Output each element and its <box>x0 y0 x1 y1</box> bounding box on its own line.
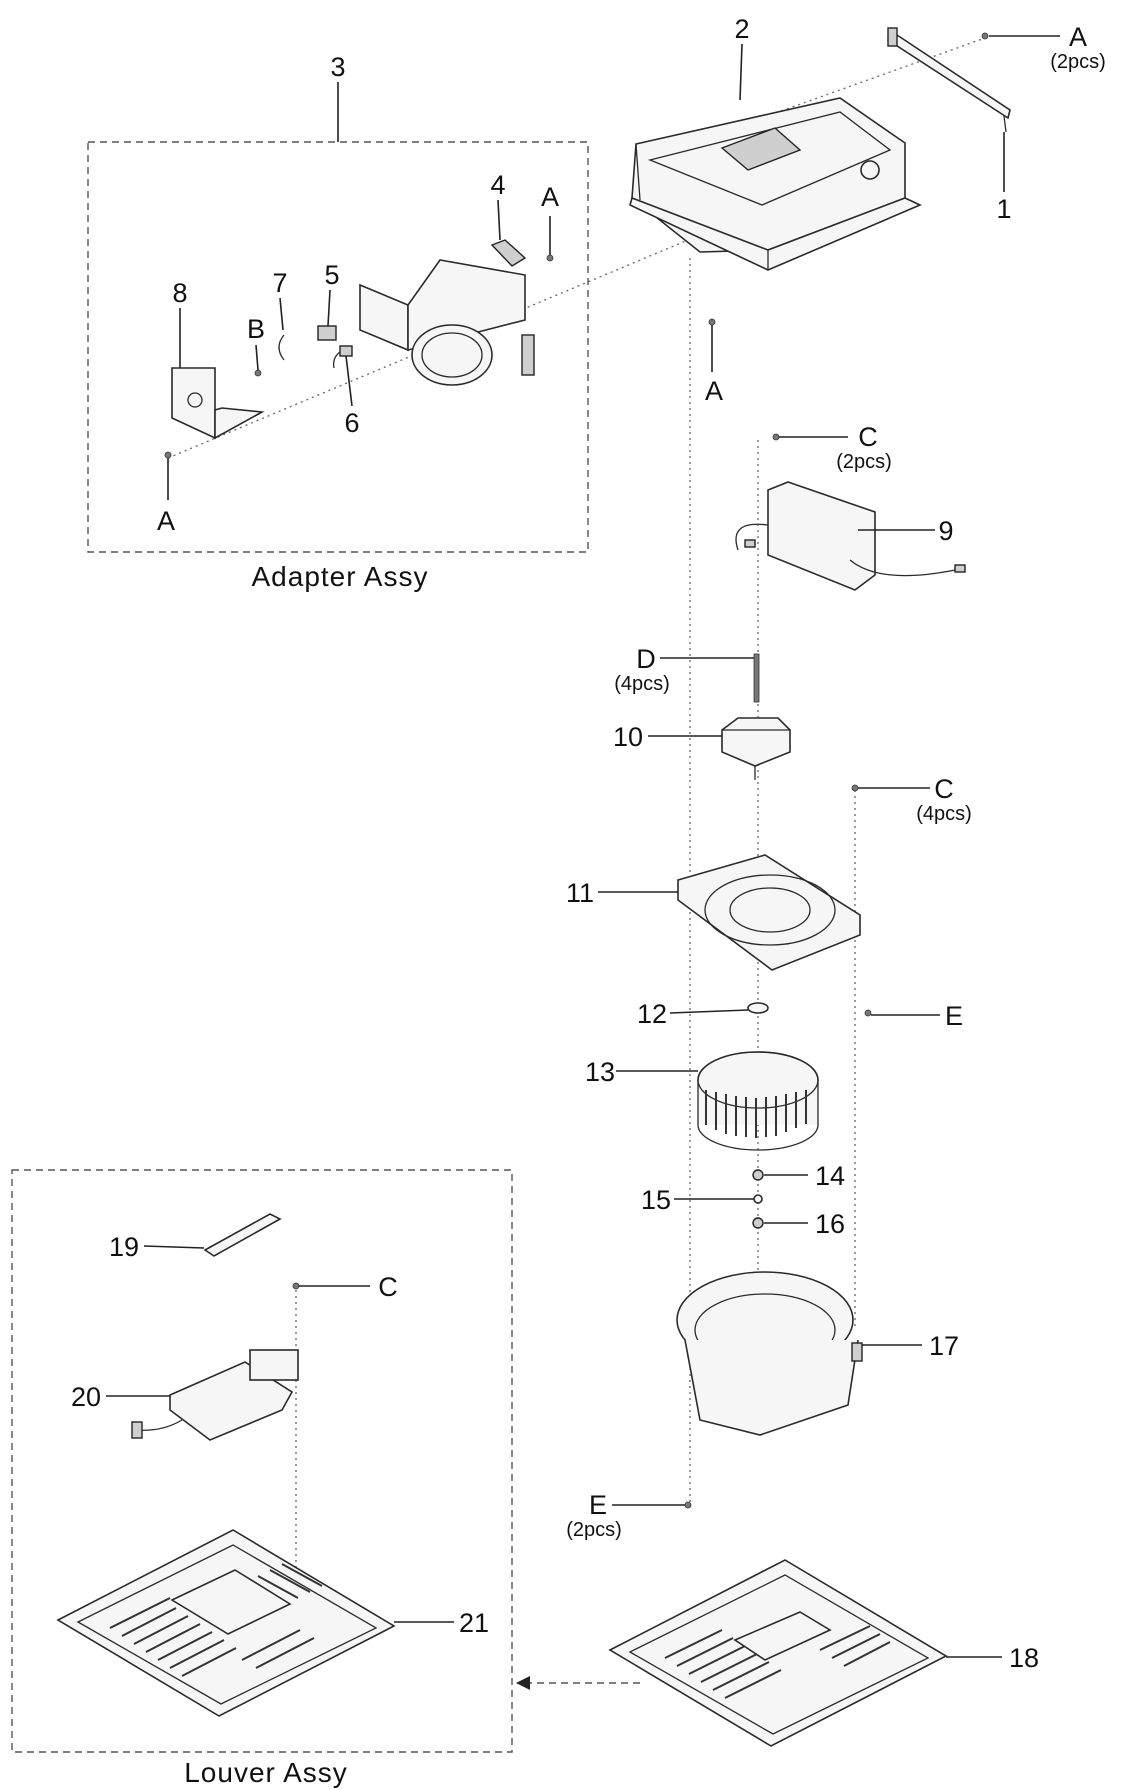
callout-13: 13 <box>585 1057 615 1087</box>
callout-8: 8 <box>172 278 187 308</box>
end-plate-part-8 <box>171 367 265 440</box>
fastener-c-mid-qty: (4pcs) <box>916 803 972 825</box>
screw-a-adapter-right <box>546 254 554 262</box>
fastener-a-adapter-bottom: A <box>157 506 175 536</box>
motor-plate-part <box>677 854 861 971</box>
leader-6 <box>345 355 353 407</box>
nut-part-14 <box>752 1169 764 1181</box>
control-box-part <box>735 481 966 591</box>
fastener-b-adapter: B <box>247 314 265 344</box>
screw-d <box>753 653 760 703</box>
callout-16: 16 <box>815 1209 845 1239</box>
adapter-assy-frame <box>87 141 589 553</box>
screw-c-louver <box>292 1282 300 1290</box>
washer-part-15 <box>753 1194 763 1204</box>
callout-15: 15 <box>641 1185 671 1215</box>
fastener-c-upper: C <box>858 422 878 452</box>
screw-a-top <box>981 32 989 40</box>
leader-12 <box>669 1009 749 1014</box>
callout-14: 14 <box>815 1161 845 1191</box>
fastener-e-bottom: E <box>589 1490 607 1520</box>
fastener-c-mid: C <box>934 774 954 804</box>
callout-11: 11 <box>566 878 594 908</box>
fastener-c-upper-qty: (2pcs) <box>836 451 892 473</box>
screw-e-right <box>864 1009 872 1017</box>
leader-7 <box>279 297 284 331</box>
callout-4: 4 <box>490 170 505 200</box>
fastener-d-qty: (4pcs) <box>614 673 670 695</box>
nut-part-16 <box>752 1217 764 1229</box>
fastener-a-top-qty: (2pcs) <box>1050 51 1106 73</box>
screw-a-center <box>708 318 716 326</box>
complete-louver-part <box>608 1559 948 1747</box>
fastener-e-right: E <box>945 1001 963 1031</box>
louver-grille-part <box>56 1529 396 1717</box>
callout-1: 1 <box>996 194 1011 224</box>
spring-part-7 <box>278 334 285 361</box>
adapter-collar-part <box>359 259 535 386</box>
fastener-e-bottom-qty: (2pcs) <box>566 1519 622 1541</box>
callout-2: 2 <box>734 14 749 44</box>
callout-6: 6 <box>344 408 359 438</box>
replacement-arrowhead <box>516 1676 530 1690</box>
washer-part-12 <box>747 1002 769 1014</box>
callout-9: 9 <box>938 516 953 546</box>
fastener-a-adapter-right: A <box>541 182 559 212</box>
louver-assy-frame <box>11 1169 513 1753</box>
screw-a-adapter-bottom <box>164 451 172 459</box>
callout-5: 5 <box>324 260 339 290</box>
screw-e-bottom <box>684 1501 692 1509</box>
adapter-assy-label: Adapter Assy <box>252 561 429 592</box>
callout-19: 19 <box>109 1232 139 1262</box>
axis-bracket-diagonal <box>769 37 986 116</box>
callout-3: 3 <box>330 52 345 82</box>
housing-part <box>629 97 922 271</box>
fastener-a-top: A <box>1069 22 1087 52</box>
screw-b-adapter <box>254 369 262 377</box>
fastener-c-louver: C <box>378 1272 398 1302</box>
mounting-bracket-part <box>886 27 1011 133</box>
leader-19 <box>143 1245 205 1249</box>
scroll-housing-part <box>676 1271 863 1436</box>
callout-7: 7 <box>272 268 287 298</box>
screw-c-mid <box>851 784 859 792</box>
connector-part-4 <box>490 239 527 267</box>
fastener-d: D <box>636 644 656 674</box>
louver-assy-label: Louver Assy <box>184 1757 348 1788</box>
screw-c-upper <box>772 433 780 441</box>
leader-5 <box>327 289 331 327</box>
blower-wheel-part <box>697 1051 819 1151</box>
lamp-strip-part <box>203 1213 282 1257</box>
motor-part <box>721 717 791 780</box>
terminal-part-5 <box>317 325 337 341</box>
callout-12: 12 <box>637 999 667 1029</box>
connector-part-6 <box>332 345 353 369</box>
fastener-a-center: A <box>705 376 723 406</box>
leader-4 <box>497 199 501 241</box>
callout-21: 21 <box>459 1608 489 1638</box>
leader-2 <box>739 43 743 101</box>
callout-17: 17 <box>929 1331 959 1361</box>
led-driver-part <box>131 1349 299 1441</box>
callout-10: 10 <box>613 722 643 752</box>
callout-20: 20 <box>71 1382 101 1412</box>
callout-18: 18 <box>1009 1643 1039 1673</box>
leader-b-adapter <box>255 344 259 371</box>
